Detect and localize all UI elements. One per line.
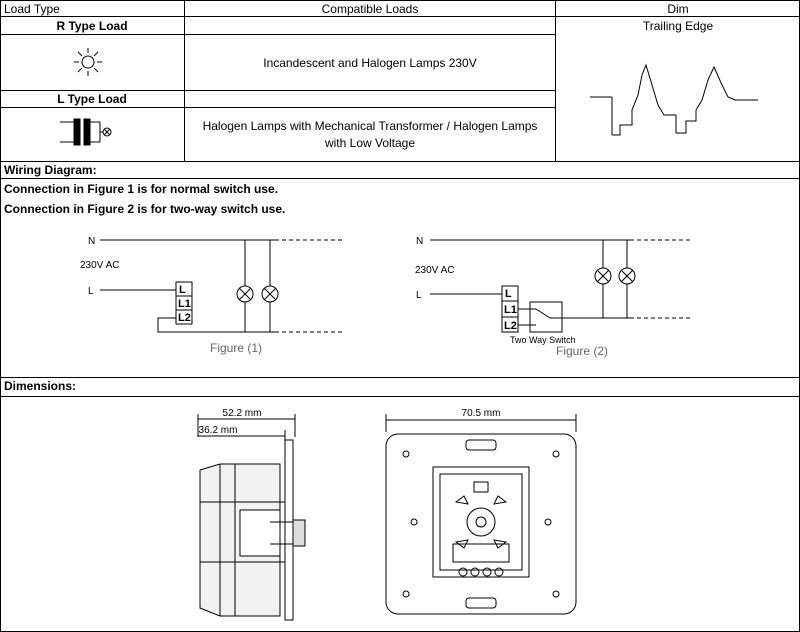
fig2-l-label: L [416,290,422,301]
fig2-n-label: N [416,236,423,247]
fig1-voltage-label: 230V AC [80,260,119,271]
wiring-note-2: Connection in Figure 2 is for two-way sw… [4,202,286,216]
fig1-terminal-l: L [179,284,186,296]
figure-1-diagram: N 230V AC L L L1 L2 Figure (1) [80,236,342,355]
fig2-terminal-l1: L1 [504,304,517,316]
l-type-compatible: Halogen Lamps with Mechanical Transforme… [185,108,555,161]
header-compatible-loads: Compatible Loads [321,1,419,16]
side-view-drawing: 52.2 mm 36.2 mm [197,408,306,621]
figure-2-diagram: N 230V AC L L L1 L2 Two Way Switch Figur… [415,236,692,358]
fig2-switch-label: Two Way Switch [510,335,576,345]
fig2-terminal-l2: L2 [504,320,517,332]
header-load-type: Load Type [4,1,60,16]
fig1-caption: Figure (1) [210,341,262,355]
r-type-compatible: Incandescent and Halogen Lamps 230V [263,55,477,70]
front-view-drawing: 70.5 mm [385,408,577,615]
fig2-terminal-l: L [505,288,512,300]
fig1-n-label: N [88,236,95,247]
transformer-lamp-icon [60,118,112,146]
l-type-label: L Type Load [57,92,127,106]
fig1-l-label: L [88,286,94,297]
wiring-title: Wiring Diagram: [4,163,97,177]
wiring-note-1: Connection in Figure 1 is for normal swi… [4,182,279,196]
r-type-label: R Type Load [56,18,128,33]
trailing-edge-waveform [590,63,758,136]
dim-value: Trailing Edge [642,18,714,33]
lamp-icon [74,48,102,76]
l-type-compatible-line1: Halogen Lamps with Mechanical Transforme… [202,118,538,133]
fig2-caption: Figure (2) [556,344,608,358]
fig2-voltage-label: 230V AC [415,265,454,276]
front-width-dim: 70.5 mm [462,408,501,419]
side-total-dim: 52.2 mm [223,408,262,419]
fig1-terminal-l1: L1 [178,298,191,310]
fig1-terminal-l2: L2 [178,312,191,324]
l-type-compatible-line2: with Low Voltage [324,135,416,150]
header-dim: Dim [667,1,689,16]
side-body-dim: 36.2 mm [199,425,238,436]
dimensions-title: Dimensions: [4,379,77,393]
